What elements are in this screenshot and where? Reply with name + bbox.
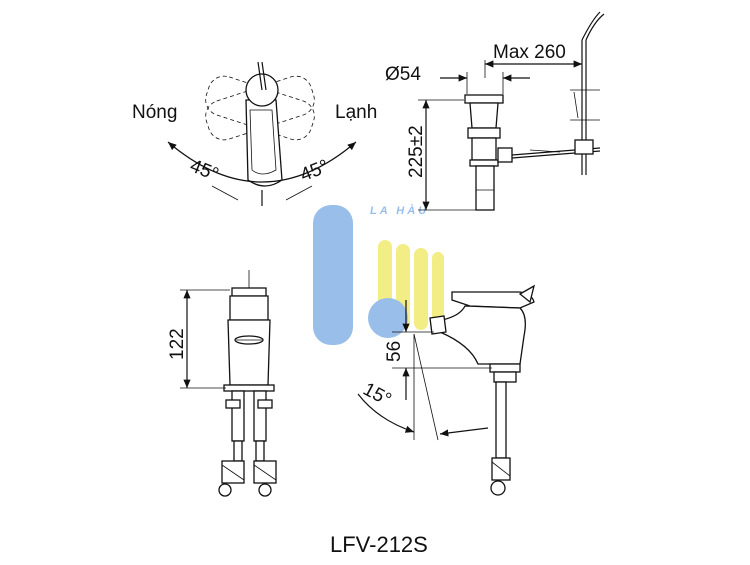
drain-assembly: [464, 11, 605, 211]
watermark-logo: LA HÀU: [313, 204, 444, 345]
diameter-label: Ø54: [385, 64, 421, 85]
spout-angle-label: 15°: [359, 379, 394, 411]
faucet-height-label: 122: [167, 328, 188, 360]
drain-dimensions: [418, 60, 582, 211]
side-dimensions: [357, 300, 492, 441]
angle-left-label: 45°: [187, 155, 222, 185]
hot-label: Nóng: [132, 102, 177, 123]
cold-label: Lạnh: [335, 102, 377, 123]
model-number: LFV-212S: [330, 532, 428, 557]
faucet-side-view: [429, 284, 536, 496]
angle-right-label: 45°: [297, 156, 332, 186]
watermark-text: LA HÀU: [370, 204, 429, 217]
spout-height-label: 56: [384, 341, 405, 362]
faucet-front-view: [218, 270, 277, 497]
handle-top-view: [167, 61, 357, 206]
drain-height-label: 225±2: [406, 125, 427, 178]
front-height-dimension: [180, 289, 230, 389]
max-length-label: Max 260: [493, 42, 566, 63]
